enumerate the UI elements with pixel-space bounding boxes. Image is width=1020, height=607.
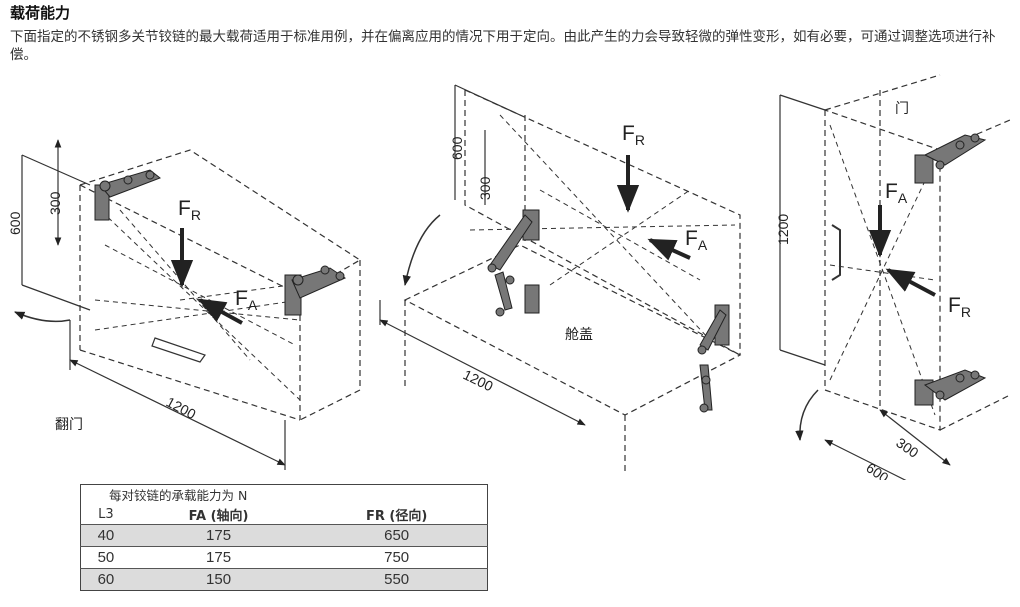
cell-fa: 175 [130, 546, 307, 569]
hatch-fa-label: FA [685, 227, 708, 253]
flap-door-diagram [14, 139, 362, 470]
door-fr-label: FR [948, 294, 971, 320]
door-label: 门 [895, 101, 909, 117]
header-fa: FA (轴向) [188, 508, 249, 524]
cell-fr: 650 [306, 524, 488, 547]
door-fa-label: FA [885, 180, 908, 206]
section-title: 载荷能力 [10, 4, 71, 22]
flap-fa-label: FA [235, 287, 258, 313]
hatch-dim-height: 600 [449, 136, 465, 160]
hatch-diagram [379, 84, 742, 475]
door-dim-height: 1200 [775, 214, 791, 245]
section-description: 下面指定的不锈钢多关节铰链的最大载荷适用于标准用例，并在偏离应用的情况下用于定向… [10, 29, 996, 63]
door-dim-offset: 300 [893, 434, 921, 461]
hatch-label: 舱盖 [565, 327, 593, 343]
hatch-fr-label: FR [622, 122, 645, 148]
header-fr: FR (径向) [365, 508, 428, 524]
cell-l3: 60 [80, 568, 131, 591]
flap-dim-height: 600 [7, 211, 23, 235]
flap-door-label: 翻门 [55, 417, 83, 433]
hatch-dim-width: 1200 [461, 366, 496, 394]
cell-fa: 175 [130, 524, 307, 547]
table-row: 40 175 650 [80, 524, 488, 547]
hatch-dim-offset: 300 [477, 176, 493, 200]
load-capacity-table: 每对铰链的承载能力为 N L3 FA (轴向) FR (径向) 40 175 6… [80, 484, 488, 591]
flap-fr-label: FR [178, 197, 201, 223]
header-l3: L3 [98, 506, 114, 522]
door-dim-width: 600 [863, 459, 891, 480]
flap-dim-offset: 300 [47, 191, 63, 215]
cell-fr: 550 [306, 568, 488, 591]
table-row: 50 175 750 [80, 546, 488, 569]
cell-l3: 40 [80, 524, 131, 547]
cell-l3: 50 [80, 546, 131, 569]
table-row: 60 150 550 [80, 568, 488, 591]
cell-fr: 750 [306, 546, 488, 569]
flap-dim-width: 1200 [164, 394, 199, 423]
cell-fa: 150 [130, 568, 307, 591]
door-diagram [779, 74, 1011, 480]
load-capacity-drawing: FR FA 600 300 1200 [7, 74, 1011, 480]
table-caption: 每对铰链的承载能力为 N [109, 488, 248, 503]
